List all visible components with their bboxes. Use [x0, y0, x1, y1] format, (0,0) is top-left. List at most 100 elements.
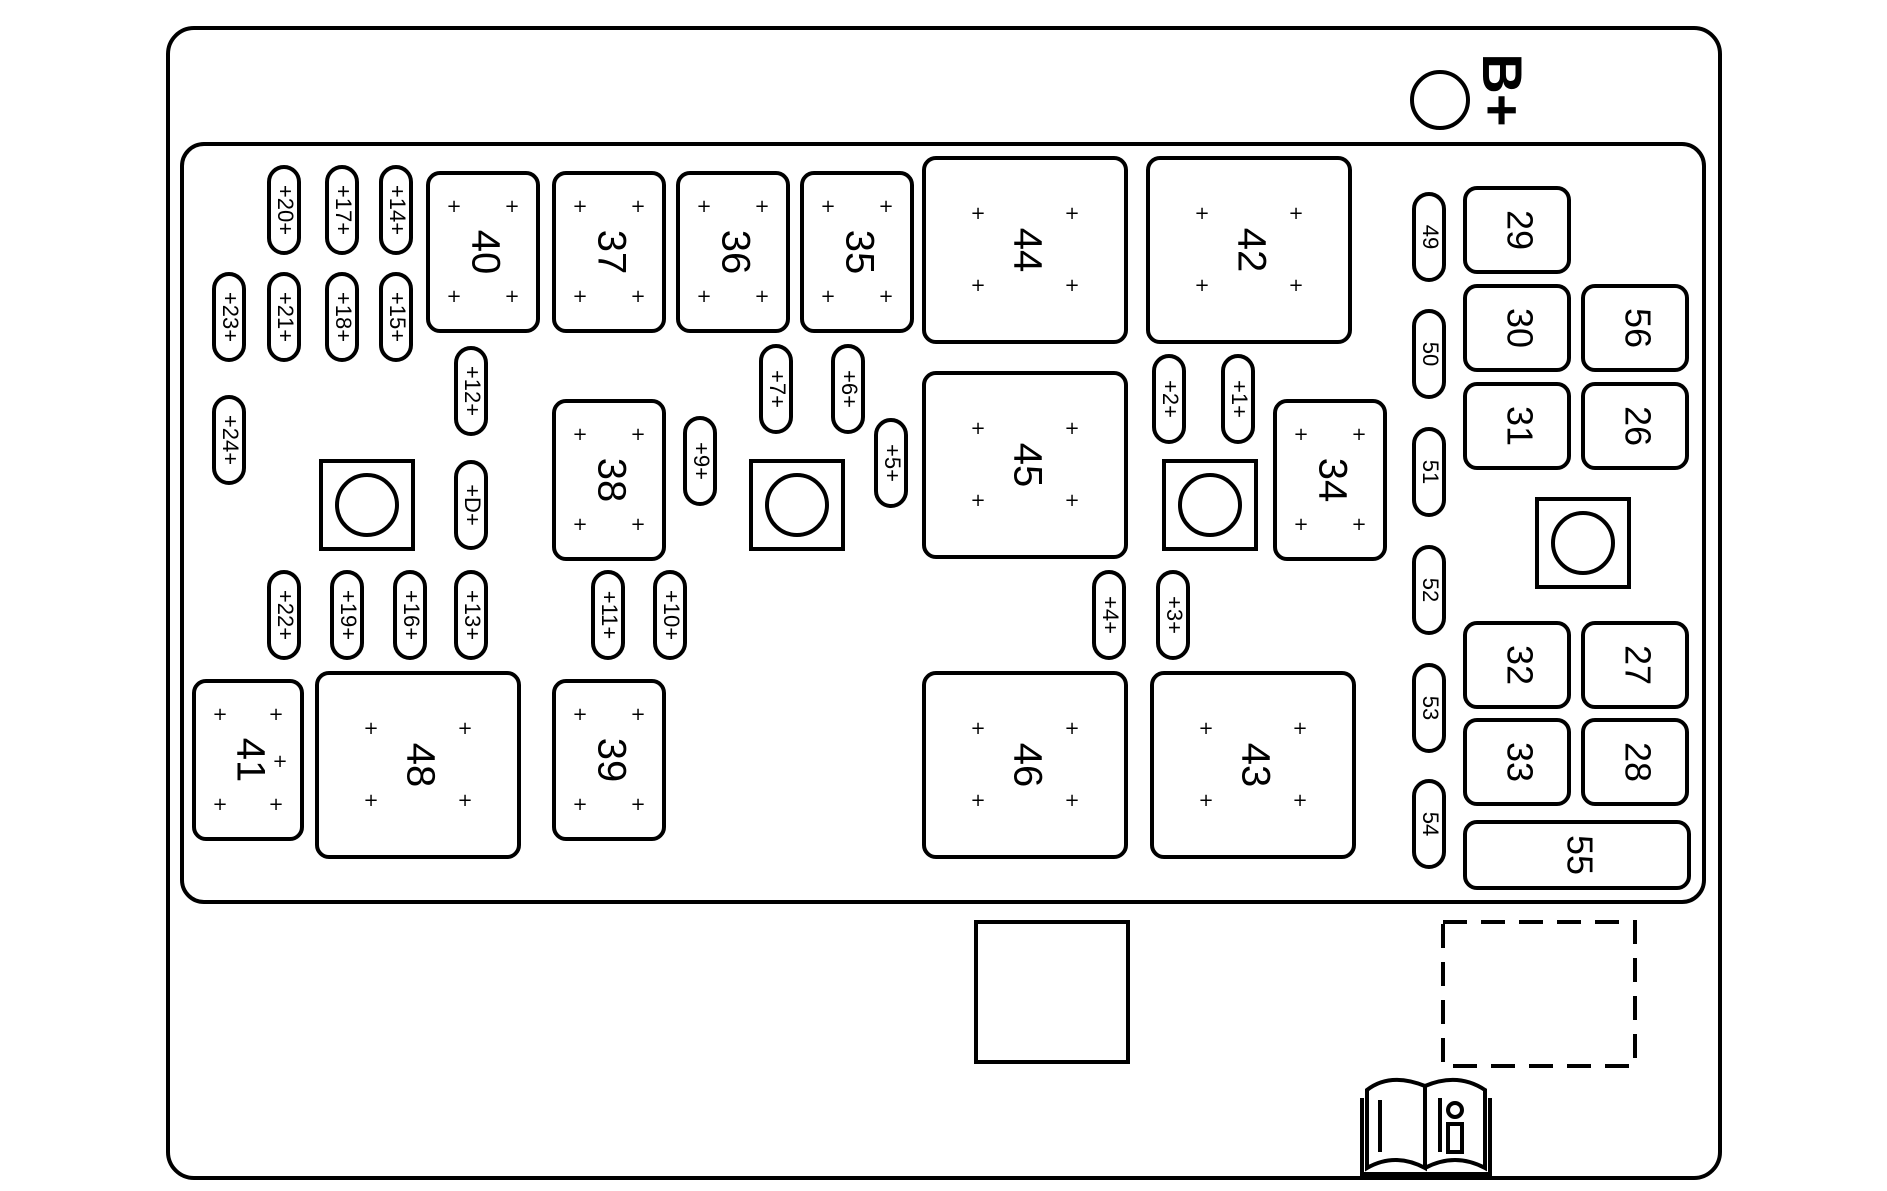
maxi-fuse-56: 56: [1581, 284, 1689, 372]
relay-label: 45: [1005, 443, 1049, 488]
mini-fuse-label: +18+: [331, 292, 356, 342]
maxi-fuse-26: 26: [1581, 382, 1689, 470]
relay-outline: [552, 171, 666, 333]
mini-fuse-outline: [212, 272, 246, 362]
relay-35: ++++35: [800, 171, 914, 333]
mini-fuse-outline: [874, 418, 908, 508]
mini-fuse-19: +19+: [330, 570, 364, 660]
relay-46: ++++46: [922, 671, 1128, 859]
relay-outline: [922, 371, 1128, 559]
maxi-fuse-label: 55: [1559, 835, 1600, 875]
fuse-51: 51: [1412, 427, 1446, 517]
maxi-fuse-label: 26: [1617, 406, 1658, 446]
diode: +D+: [454, 460, 488, 550]
mini-fuse-4: +4+: [1092, 570, 1126, 660]
mini-fuse-outline: [267, 165, 301, 255]
relay-pin-mark: +: [970, 718, 985, 739]
mini-fuse-3: +3+: [1156, 570, 1190, 660]
mini-fuse-outline: [330, 570, 364, 660]
battery-terminal-icon: [1410, 70, 1470, 130]
mini-fuse-16: +16+: [393, 570, 427, 660]
fuse-outline: [1412, 192, 1446, 282]
relay-pin-mark: +: [1064, 490, 1079, 511]
relay-outline: [192, 679, 304, 841]
mini-fuse-label: +17+: [331, 185, 356, 235]
fuse-label: 49: [1418, 225, 1443, 249]
relay-label: 38: [589, 458, 633, 503]
relay-pin-mark: +: [820, 196, 835, 217]
relay-outline: [1146, 156, 1352, 344]
mini-fuse-label: +10+: [659, 590, 684, 640]
relay-pin-mark: +: [1064, 275, 1079, 296]
relay-pin-mark: +: [696, 286, 711, 307]
mini-fuse-outline: [393, 570, 427, 660]
mini-fuse-label: +16+: [399, 590, 424, 640]
bolt-frame: [749, 459, 845, 551]
mini-fuse-17: +17+: [325, 165, 359, 255]
relay-pin-mark: +: [572, 424, 587, 445]
mini-fuse-outline: [212, 395, 246, 485]
diode-label: +D+: [460, 484, 485, 526]
relay-44: ++++44: [922, 156, 1128, 344]
fuse-label: 51: [1418, 460, 1443, 484]
relay-pin-mark: +: [1288, 275, 1303, 296]
maxi-fuse-outline: [1581, 284, 1689, 372]
battery-terminal: B+: [1410, 53, 1534, 130]
relay-pin-mark: +: [504, 196, 519, 217]
relay-label: 34: [1310, 458, 1354, 503]
fuse-50: 50: [1412, 309, 1446, 399]
maxi-fuse-27: 27: [1581, 621, 1689, 709]
mini-fuse-label: +12+: [460, 366, 485, 416]
battery-terminal-label: B+: [1471, 53, 1534, 126]
relay-pin-mark: +: [970, 203, 985, 224]
mini-fuse-outline: [1221, 354, 1255, 444]
relay-42: ++++42: [1146, 156, 1352, 344]
mini-fuse-label: +14+: [385, 185, 410, 235]
relay-label: 35: [837, 230, 881, 275]
mini-fuse-outline: [454, 346, 488, 436]
mini-fuse-9: +9+: [683, 416, 717, 506]
mounting-bolt-icon: [1535, 497, 1631, 589]
mini-fuse-label: +19+: [336, 590, 361, 640]
mini-fuse-11: +11+: [591, 570, 625, 660]
relay-pin-mark: +: [878, 196, 893, 217]
relay-label: 44: [1005, 228, 1049, 273]
relay-pin-mark: +: [212, 704, 227, 725]
mini-fuse-label: +6+: [837, 370, 862, 408]
relay-pin-mark: +: [970, 275, 985, 296]
relay-pin-mark: +: [1288, 203, 1303, 224]
relay-outline: [922, 671, 1128, 859]
fuse-outline: [1412, 427, 1446, 517]
mini-fuse-label: +21+: [273, 292, 298, 342]
mini-fuse-23: +23+: [212, 272, 246, 362]
relay-pin-mark: +: [754, 196, 769, 217]
relay-label: 37: [589, 230, 633, 275]
mini-fuse-13: +13+: [454, 570, 488, 660]
relay-pin-mark: +: [1292, 790, 1307, 811]
fuse-54: 54: [1412, 779, 1446, 869]
relay-pin-mark: +: [970, 790, 985, 811]
bolt-frame: [1162, 459, 1258, 551]
relay-pin-mark: +: [457, 790, 472, 811]
mini-fuse-outline: [379, 272, 413, 362]
mini-fuse-outline: [267, 570, 301, 660]
maxi-fuse-outline: [1463, 382, 1571, 470]
relay-label: 48: [398, 743, 442, 788]
housing-outline: [166, 26, 1722, 1180]
relay-pin-mark: +: [970, 490, 985, 511]
bolt-head: [765, 473, 829, 537]
fuse-52: 52: [1412, 545, 1446, 635]
relay-pin-mark: +: [1198, 790, 1213, 811]
relay-pin-mark: +: [1064, 718, 1079, 739]
relay-pin-mark: +: [446, 286, 461, 307]
bolt-head: [1178, 473, 1242, 537]
maxi-fuse-label: 28: [1617, 742, 1658, 782]
relay-pin-mark: +: [1198, 718, 1213, 739]
relay-outline: [315, 671, 521, 859]
bolt-frame: [319, 459, 415, 551]
bolt-frame: [1535, 497, 1631, 589]
maxi-fuse-outline: [1581, 621, 1689, 709]
mini-fuse-label: +13+: [460, 590, 485, 640]
relay-outline: [552, 679, 666, 841]
